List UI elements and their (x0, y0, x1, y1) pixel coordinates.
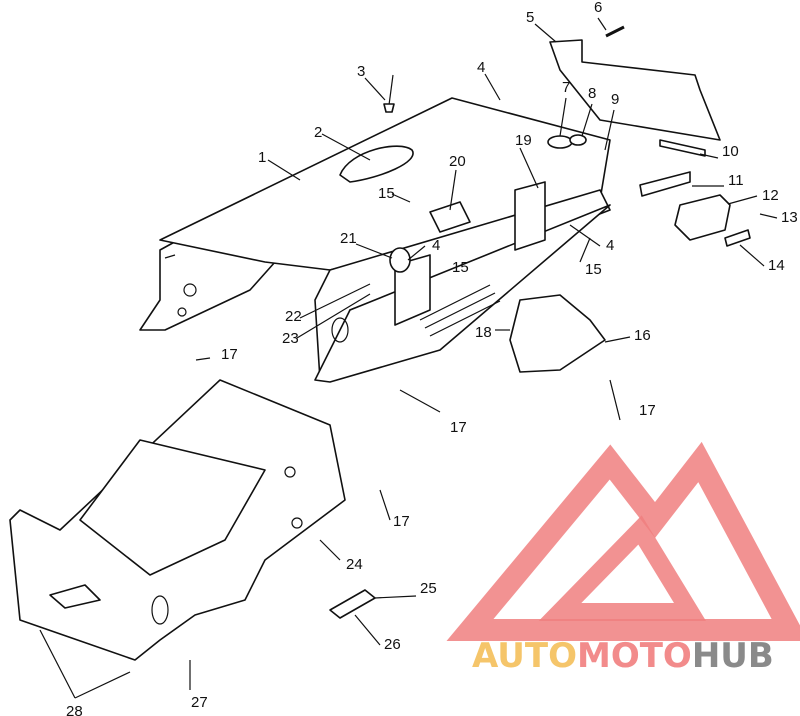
callout-19: 19 (515, 132, 532, 149)
strip-10 (659, 139, 706, 157)
callout-21: 21 (340, 230, 357, 247)
callout-13: 13 (781, 209, 798, 226)
watermark-auto: AUTO (472, 636, 577, 676)
callout-17: 17 (221, 346, 238, 363)
bracket-26 (329, 589, 376, 619)
watermark-moto: MOTO (577, 636, 692, 676)
automotohub-logo: AUTOMOTOHUB (446, 441, 800, 676)
svg-text:AUTOMOTOHUB: AUTOMOTOHUB (472, 636, 774, 676)
block-12 (674, 194, 731, 241)
callout-4: 4 (432, 237, 440, 254)
rail-11 (639, 171, 691, 197)
callout-1: 1 (258, 149, 266, 166)
callout-4: 4 (477, 59, 485, 76)
callout-25: 25 (420, 580, 437, 597)
callout-6: 6 (594, 0, 602, 16)
callout-11: 11 (728, 172, 744, 189)
grab-handle (339, 145, 414, 183)
callout-17: 17 (393, 513, 410, 530)
pin-6 (605, 25, 625, 38)
callout-22: 22 (285, 308, 302, 325)
callout-3: 3 (357, 63, 365, 80)
watermark-hub: HUB (692, 636, 774, 676)
callout-26: 26 (384, 636, 401, 653)
callout-16: 16 (634, 327, 651, 344)
callout-24: 24 (346, 556, 363, 573)
bolt-3 (383, 74, 395, 113)
logo-inner-triangle-icon (538, 515, 707, 621)
callout-15: 15 (378, 185, 395, 202)
vent-holes (419, 284, 501, 337)
callout-23: 23 (282, 330, 299, 347)
callout-17: 17 (450, 419, 467, 436)
grommet-8 (569, 134, 587, 146)
leader-lines (39, 17, 778, 699)
callout-7: 7 (562, 79, 570, 96)
callout-5: 5 (526, 9, 534, 26)
tunnel-assembly (139, 97, 611, 383)
clip-20 (429, 201, 471, 233)
bracket-5 (549, 39, 721, 141)
grommet-7 (547, 135, 573, 149)
callout-17: 17 (639, 402, 656, 419)
callout-20: 20 (449, 153, 466, 170)
callout-15: 15 (585, 261, 602, 278)
callout-9: 9 (611, 91, 619, 108)
callout-14: 14 (768, 257, 785, 274)
logo-triangle-icon (446, 441, 800, 641)
bracket-16 (509, 294, 606, 373)
callout-10: 10 (722, 143, 739, 160)
callout-27: 27 (191, 694, 208, 711)
callout-8: 8 (588, 85, 596, 102)
pad-14 (724, 229, 751, 247)
callout-28: 28 (66, 703, 83, 716)
callout-2: 2 (314, 124, 322, 141)
clamp-21 (389, 247, 411, 273)
callout-18: 18 (475, 324, 492, 341)
callout-4: 4 (606, 237, 614, 254)
callout-15: 15 (452, 259, 469, 276)
bulkhead-24 (9, 379, 346, 661)
callout-12: 12 (762, 187, 779, 204)
